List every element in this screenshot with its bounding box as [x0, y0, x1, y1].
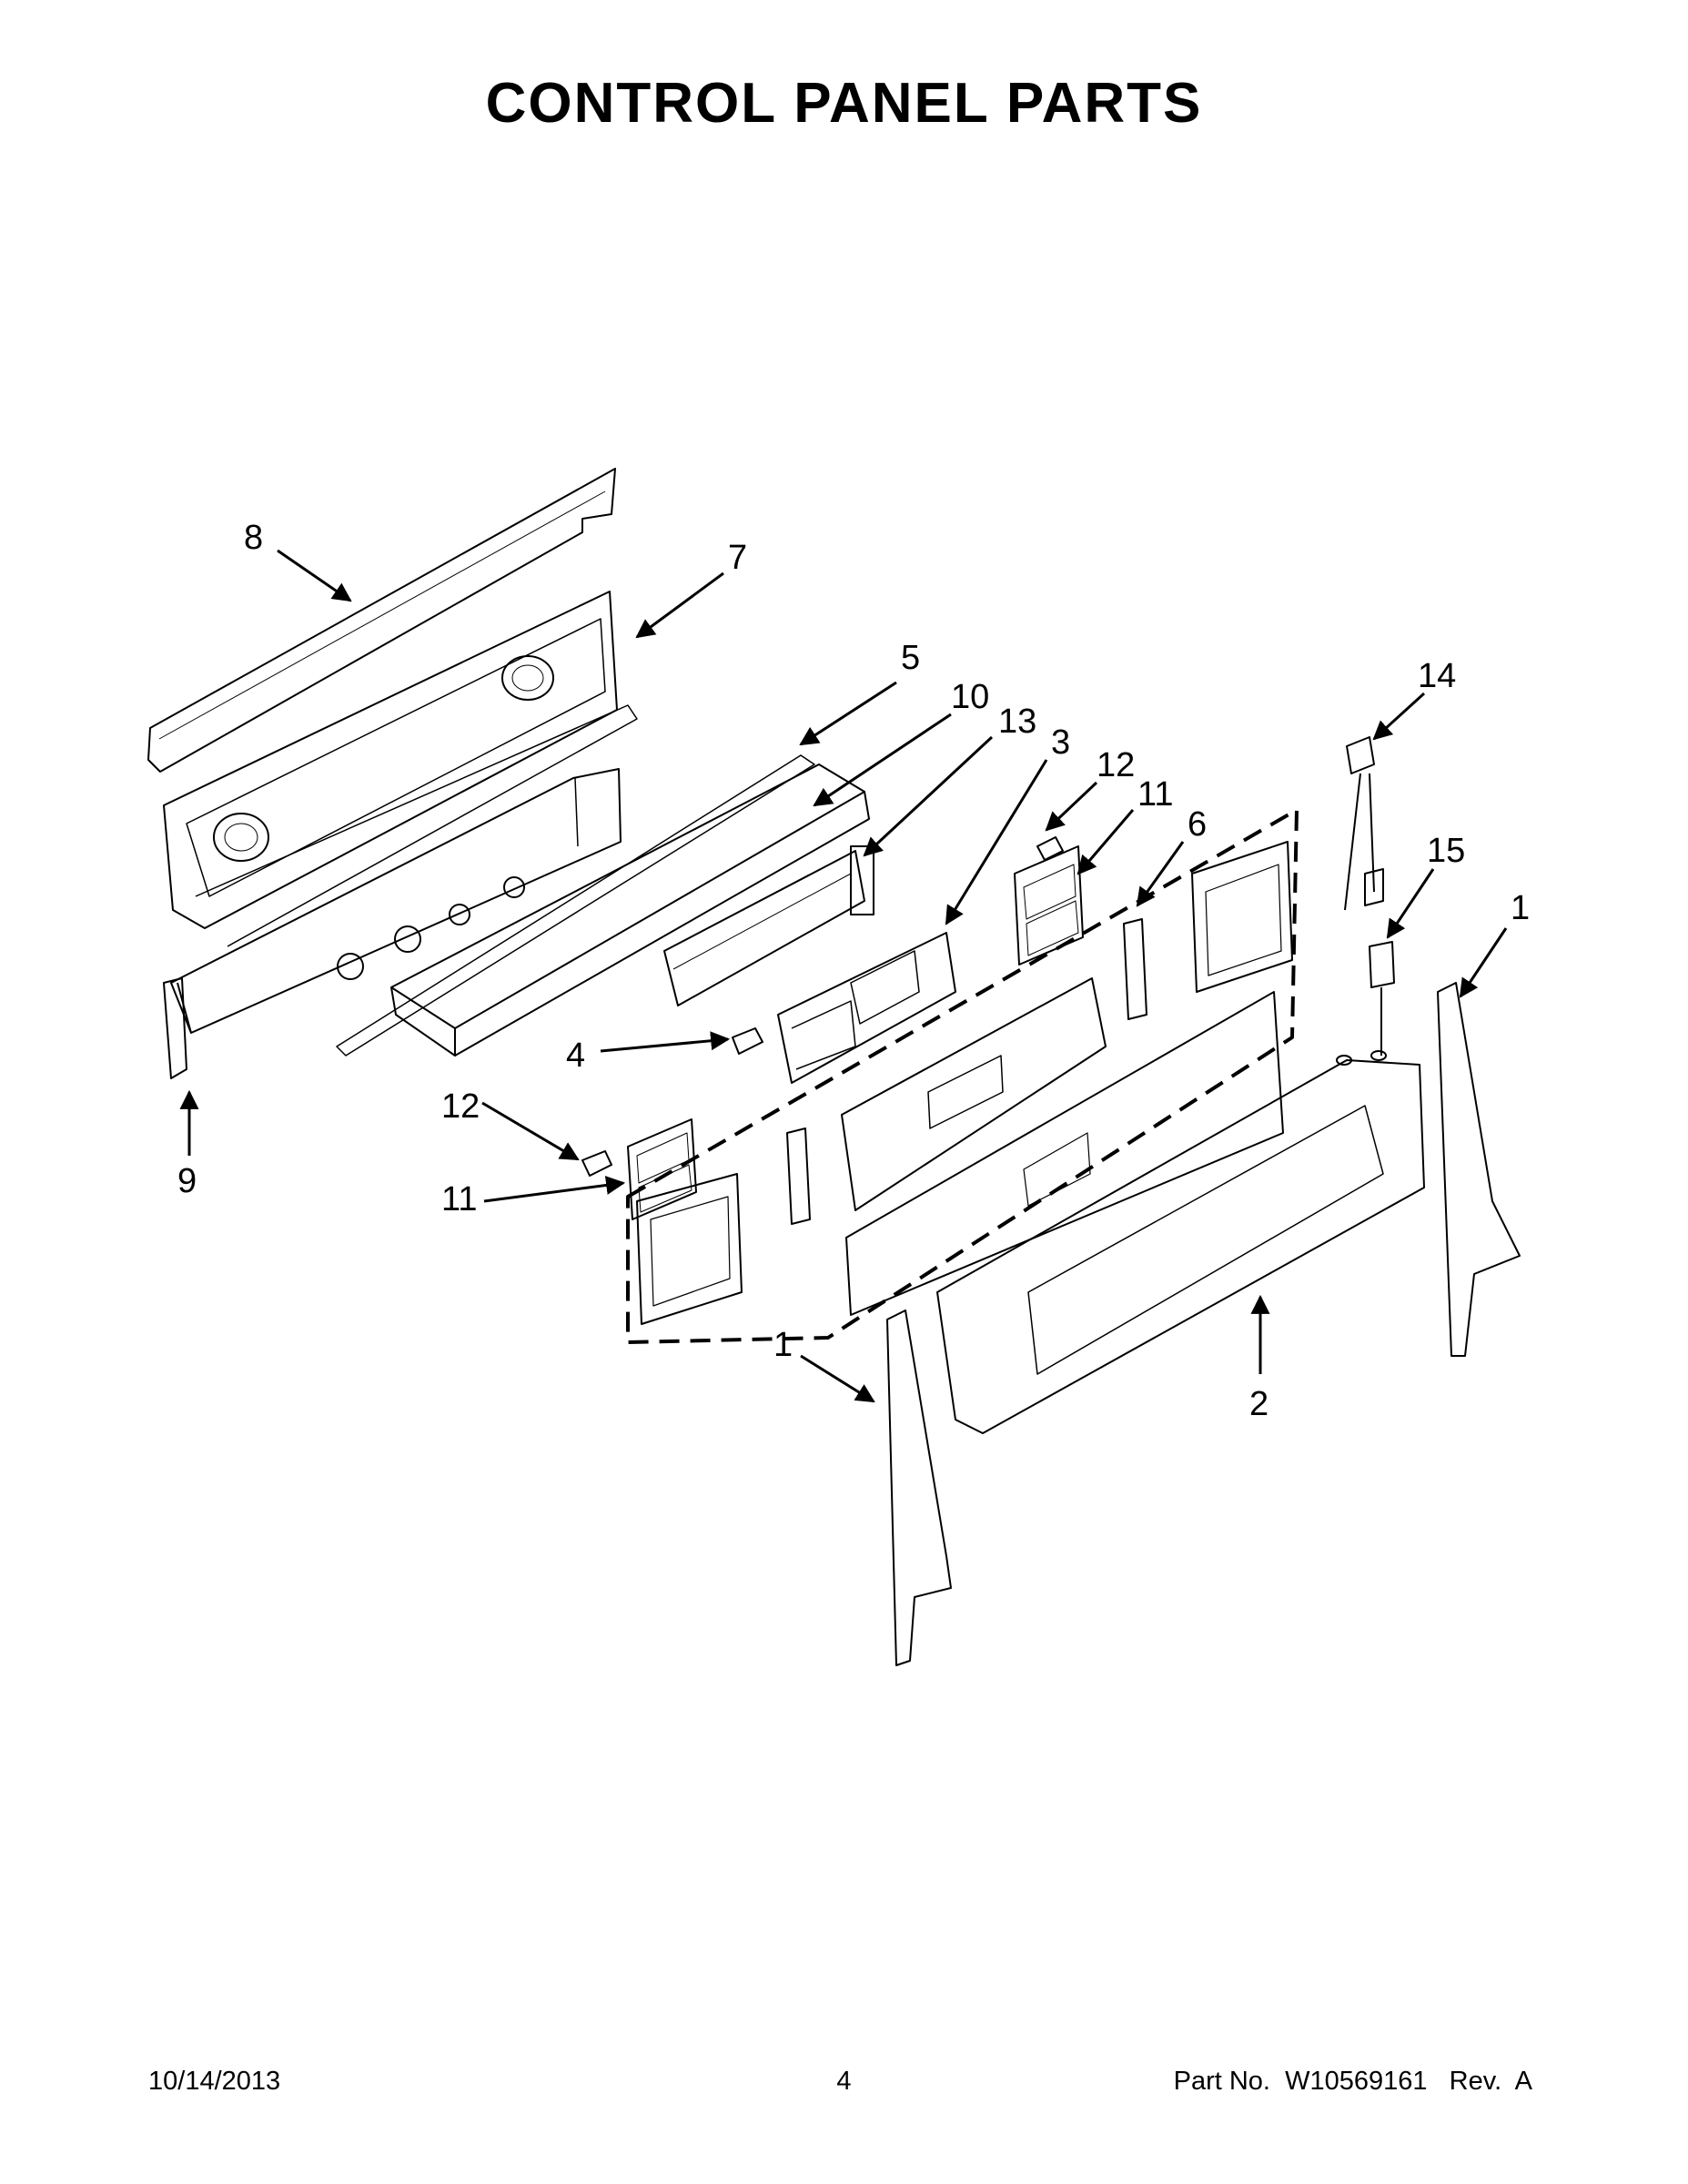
- leader-6: [1136, 841, 1185, 907]
- leader-10: [813, 713, 952, 807]
- callout-2: 2: [1249, 1385, 1269, 1423]
- page-title: CONTROL PANEL PARTS: [485, 72, 1203, 135]
- part-10-ribbon-cable: [663, 845, 874, 1006]
- footer-page-number: 4: [836, 2067, 852, 2096]
- part-4-screw: [732, 1027, 763, 1055]
- control-panel-glass: [841, 977, 1284, 1316]
- leader-7: [635, 571, 724, 639]
- leader-1b: [800, 1354, 875, 1403]
- part-12-screw-upper: [1036, 836, 1064, 861]
- leader-14: [1372, 692, 1426, 741]
- part-11-touch-board-lower: [627, 1118, 697, 1220]
- part-6-frame-bracket-left: [636, 1173, 743, 1325]
- part-14-wire-harness: [1344, 736, 1384, 911]
- callout-8: 8: [244, 519, 263, 557]
- leader-13: [863, 735, 994, 857]
- part-3-control-board: [777, 932, 956, 1084]
- rear-panel-opening-right: [501, 655, 554, 701]
- clip-right: [1123, 918, 1147, 1020]
- part-11-touch-board-upper: [1014, 845, 1084, 966]
- callout-14: 14: [1418, 657, 1456, 695]
- part-5-tray: [336, 754, 870, 1057]
- callout-15: 15: [1427, 832, 1465, 870]
- callout-11-lower: 11: [441, 1180, 477, 1218]
- part-6-frame-bracket-right: [1191, 841, 1293, 993]
- leader-12a: [1045, 781, 1098, 832]
- dashed-assembly-boundary: [626, 808, 1299, 1344]
- leader-12b: [481, 1101, 580, 1161]
- callout-12-lower: 12: [441, 1087, 480, 1126]
- clip-left: [786, 1127, 811, 1225]
- callout-3: 3: [1051, 723, 1070, 762]
- part-1-side-trim-right: [1437, 982, 1521, 1357]
- part-9-bracket: [163, 768, 622, 1079]
- leader-11b: [483, 1176, 626, 1203]
- callout-11-upper: 11: [1137, 775, 1173, 814]
- leader-5: [799, 681, 897, 746]
- part-7-rear-panel: [163, 591, 638, 947]
- footer-date: 10/14/2013: [148, 2067, 281, 2096]
- callout-1-left: 1: [773, 1326, 793, 1364]
- part-1-side-trim-left: [886, 1309, 952, 1666]
- leader-4: [600, 1031, 731, 1053]
- footer-part-number: Part No. W10569161 Rev. A: [1173, 2067, 1532, 2096]
- part-15-plug: [1369, 941, 1395, 1056]
- callout-9: 9: [177, 1162, 197, 1200]
- callout-4: 4: [566, 1036, 585, 1075]
- leader-15: [1386, 868, 1435, 939]
- callout-5: 5: [901, 639, 920, 677]
- leader-3: [945, 759, 1048, 925]
- callout-7: 7: [728, 539, 747, 577]
- rear-panel-opening-left: [213, 813, 269, 862]
- callout-1-right: 1: [1511, 889, 1530, 927]
- callout-10: 10: [951, 678, 989, 716]
- leader-8: [277, 549, 352, 602]
- part-2-control-panel-housing: [936, 1050, 1425, 1434]
- leader-1a: [1459, 927, 1508, 998]
- part-8-trim-strip: [147, 468, 616, 773]
- part-12-screw-lower: [581, 1150, 612, 1177]
- callout-6: 6: [1188, 805, 1207, 844]
- callout-12-upper: 12: [1097, 746, 1135, 784]
- callout-13: 13: [998, 703, 1036, 741]
- leader-11a: [1076, 809, 1135, 875]
